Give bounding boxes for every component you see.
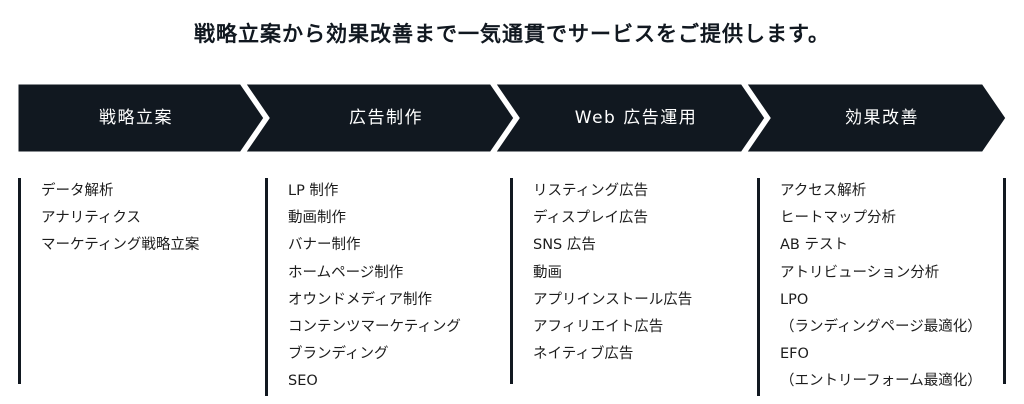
list-item: AB テスト xyxy=(780,237,848,254)
list-item: アクセス解析 xyxy=(780,183,867,199)
list-item: データ解析 xyxy=(41,183,114,199)
stage-label-strategy: 戦略立案 xyxy=(99,108,173,128)
list-item: ネイティブ広告 xyxy=(533,346,634,363)
stage-arrow-operation xyxy=(492,83,768,153)
service-list-strategy: データ解析 アナリティクス マーケティング戦略立案 xyxy=(18,178,199,384)
list-item: （エントリーフォーム最適化） xyxy=(780,373,982,390)
list-item: LP 制作 xyxy=(288,183,339,199)
stage-label-operation: Web 広告運用 xyxy=(574,108,698,128)
right-divider xyxy=(1003,178,1006,384)
stage-arrow-improvement xyxy=(743,83,1007,153)
list-item: アプリインストール広告 xyxy=(533,291,693,308)
list-item: ブランディング xyxy=(288,346,389,363)
service-list-improvement: アクセス解析 ヒートマップ分析 AB テスト アトリビューション分析 LPO （… xyxy=(757,178,982,396)
list-item: ディスプレイ広告 xyxy=(533,210,648,227)
list-item: リスティング広告 xyxy=(533,183,649,199)
stage-label-improvement: 効果改善 xyxy=(845,108,919,128)
list-item: ヒートマップ分析 xyxy=(780,210,896,227)
list-item: （ランディングページ最適化） xyxy=(780,319,982,336)
service-list-production: LP 制作 動画制作 バナー制作 ホームページ制作 オウンドメディア制作 コンテ… xyxy=(265,178,461,396)
list-item: 動画 xyxy=(533,264,562,281)
list-item: SNS 広告 xyxy=(533,237,596,254)
list-item: ホームページ制作 xyxy=(288,264,404,281)
list-item: アナリティクス xyxy=(41,210,141,227)
list-item: LPO xyxy=(780,291,809,308)
list-item: SEO xyxy=(288,373,318,390)
service-list-operation: リスティング広告 ディスプレイ広告 SNS 広告 動画 アプリインストール広告 … xyxy=(510,178,692,384)
list-item: アトリビューション分析 xyxy=(780,264,940,281)
list-item: アフィリエイト広告 xyxy=(533,319,664,336)
page-headline: 戦略立案から効果改善まで一気通貫でサービスをご提供します。 xyxy=(194,22,830,46)
process-flow-arrows xyxy=(17,83,1007,153)
list-item: コンテンツマーケティング xyxy=(288,319,461,336)
stage-arrow-strategy xyxy=(17,83,267,153)
process-flow: 戦略立案 広告制作 Web 広告運用 効果改善 xyxy=(17,83,1007,153)
stage-arrow-production xyxy=(242,83,517,153)
list-item: マーケティング戦略立案 xyxy=(41,237,200,254)
list-item: バナー制作 xyxy=(288,237,361,254)
list-item: 動画制作 xyxy=(288,210,346,227)
list-item: オウンドメディア制作 xyxy=(288,291,432,308)
list-item: EFO xyxy=(780,346,809,363)
stage-label-production: 広告制作 xyxy=(349,108,423,128)
